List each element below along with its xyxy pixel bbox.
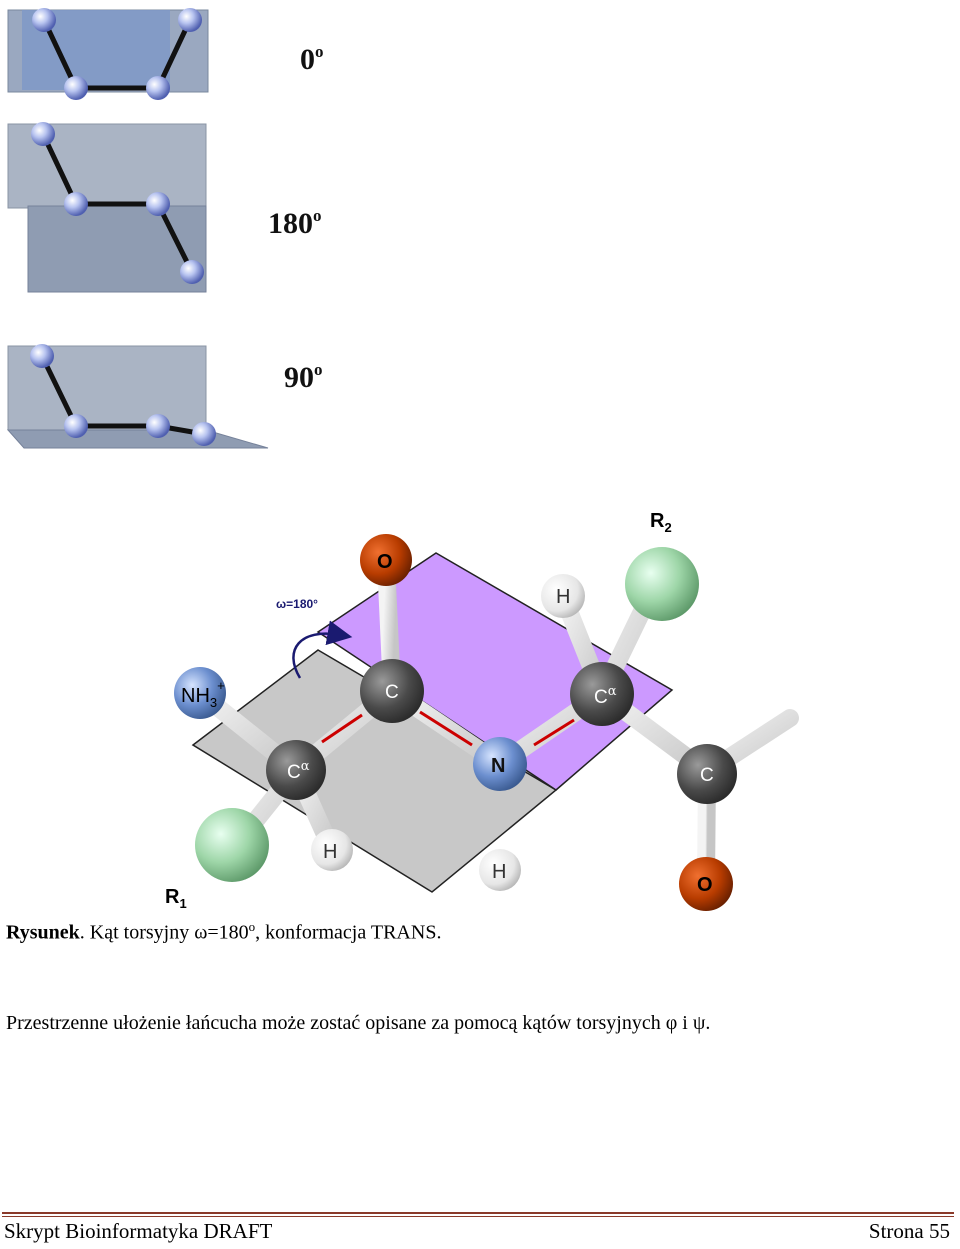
caption-text-after: , konformacja TRANS. [255,921,442,944]
footer-page-number: Strona 55 [868,1219,950,1243]
caption-text-before: . Kąt torsyjny ω=180 [79,921,249,944]
calpha-atom-2 [570,662,634,726]
peptide-bond-lines [321,710,575,747]
body-paragraph: Przestrzenne ułożenie łańcucha może zost… [6,1012,711,1034]
oxygen-atom-1 [360,534,412,586]
diagram-90-degrees [6,344,269,449]
atom-ball [192,422,216,446]
angle-label-0: 0o [300,42,324,76]
carbon-label-2: C [700,765,714,786]
diagram-0-degrees [7,8,209,100]
footer-divider-thin [2,1216,954,1217]
r2-atom [625,547,699,621]
hydrogen-atom-n [479,849,521,891]
atom-ball [146,76,170,100]
omega-rotation-arrow [292,620,353,679]
calpha-label-1: Cα [287,759,310,783]
oxygen-label-1: O [377,551,393,573]
atom-ball [64,76,88,100]
omega-label: ω=180° [276,597,318,611]
torsion-diagrams [6,8,269,449]
carbon-label-1: C [385,682,399,703]
atom-ball [178,8,202,32]
atom-ball [32,8,56,32]
footer-divider [2,1212,954,1214]
oxygen-atom-2 [679,857,733,911]
atom-ball [64,414,88,438]
figure-caption: Rysunek. Kąt torsyjny ω=180o, konformacj… [6,919,441,945]
atom-ball [31,122,55,146]
calpha-label-2: Cα [594,684,617,708]
r1-label: R1 [165,886,187,911]
carbon-atom-1 [360,659,424,723]
angle-label-180: 180o [268,206,322,240]
diagram-180-degrees [7,122,207,293]
hydrogen-atom-ca1 [311,829,353,871]
hydrogen-atom-ca2 [541,574,585,618]
caption-sup: o [248,919,256,934]
nh3-label: NH3+ [181,678,225,710]
footer-title: Skrypt Bioinformatyka DRAFT [4,1219,273,1243]
nitrogen-label: N [491,755,505,777]
carbon-atom-2 [677,744,737,804]
atom-ball [64,192,88,216]
atom-ball [180,260,204,284]
hydrogen-label-ca2: H [556,586,570,608]
atom-ball [146,192,170,216]
peptide-diagram: ω=180° NH3+ O H C Cα Cα N C H H O R1 R2 [165,510,799,911]
atom-ball [146,414,170,438]
r2-label: R2 [650,510,672,535]
hydrogen-label-ca1: H [323,841,337,863]
oxygen-label-2: O [697,874,713,896]
caption-label: Rysunek [6,921,80,944]
nh3-atom [174,667,226,719]
hydrogen-label-n: H [492,861,506,883]
nitrogen-atom [473,737,527,791]
calpha-atom-1 [266,740,326,800]
angle-label-90: 90o [284,360,323,394]
r1-atom [195,808,269,882]
atom-ball [30,344,54,368]
